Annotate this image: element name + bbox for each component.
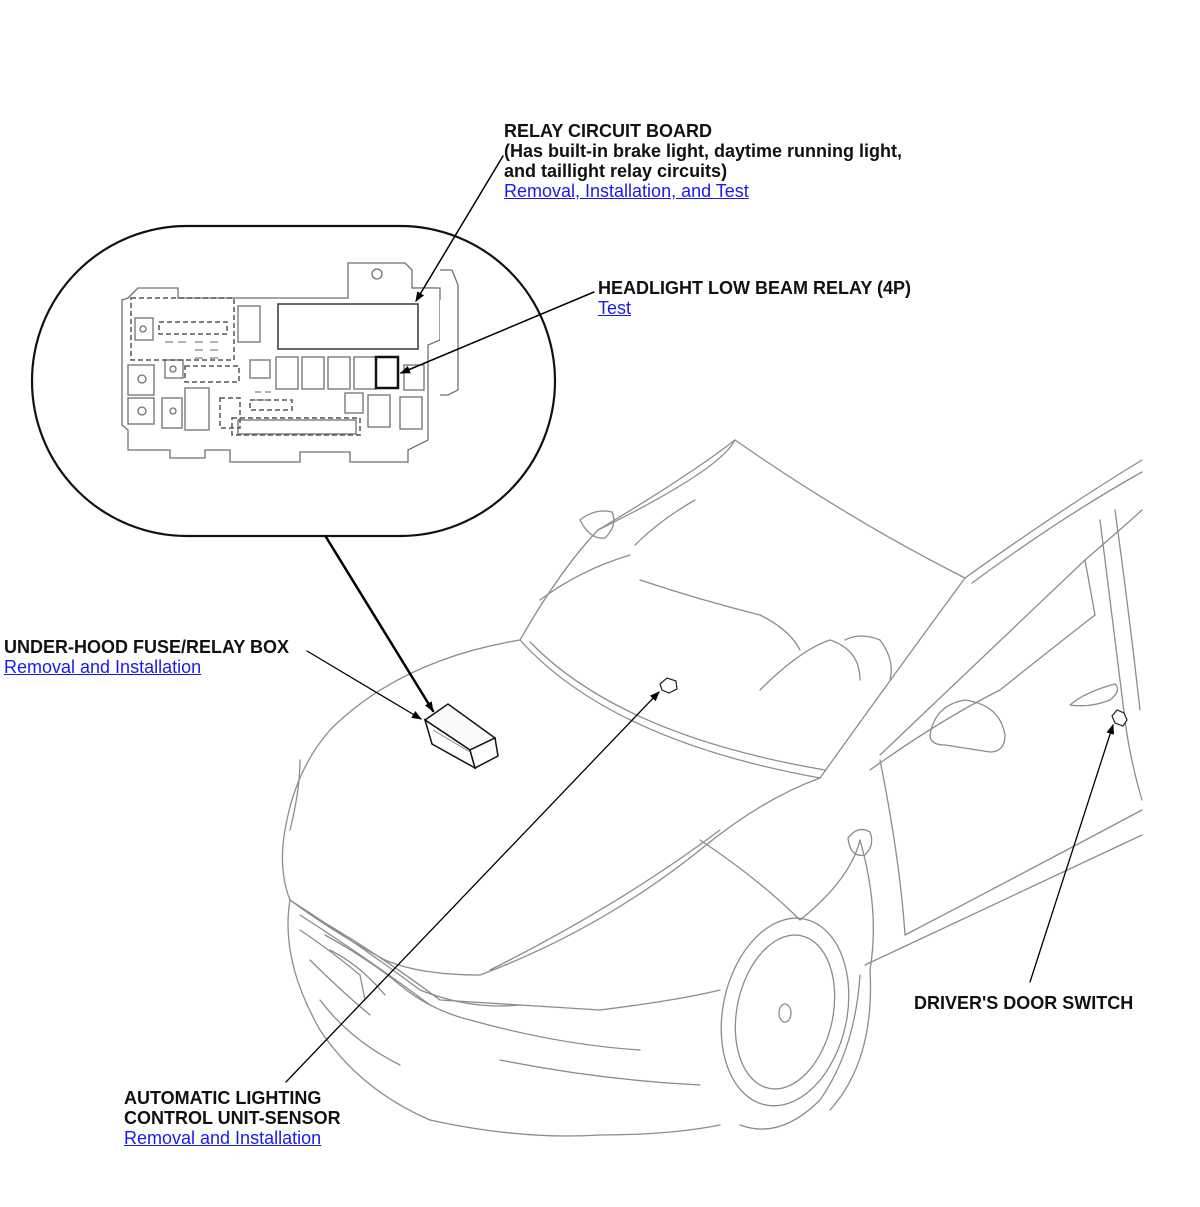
door-switch-callout: DRIVER'S DOOR SWITCH bbox=[914, 993, 1133, 1013]
inset-connector-line bbox=[324, 535, 435, 713]
fuse-relay-box-component bbox=[423, 703, 499, 770]
relay-board-link[interactable]: Removal, Installation, and Test bbox=[504, 181, 749, 201]
relay-board-description-line1: (Has built-in brake light, daytime runni… bbox=[504, 141, 903, 161]
door-switch-leader bbox=[1029, 724, 1115, 983]
light-sensor-title-line1: AUTOMATIC LIGHTING bbox=[124, 1088, 322, 1108]
fuse-box-leader bbox=[306, 650, 422, 720]
relay-board-title: RELAY CIRCUIT BOARD bbox=[504, 121, 713, 141]
headlight-relay-title: HEADLIGHT LOW BEAM RELAY (4P) bbox=[598, 278, 912, 298]
fuse-box-inset bbox=[30, 224, 557, 538]
door-switch-title: DRIVER'S DOOR SWITCH bbox=[914, 993, 1134, 1013]
relay-board-callout: RELAY CIRCUIT BOARD (Has built-in brake … bbox=[504, 121, 902, 201]
headlight-relay-test-link[interactable]: Test bbox=[598, 298, 632, 318]
relay-board-leader bbox=[415, 155, 504, 302]
door-switch-component bbox=[1111, 709, 1128, 727]
leader-lines bbox=[285, 155, 1115, 1083]
headlight-relay-leader bbox=[400, 291, 595, 374]
headlight-relay-highlight bbox=[374, 355, 400, 390]
fuse-box-link[interactable]: Removal and Installation bbox=[4, 657, 202, 677]
headlight-relay-callout: HEADLIGHT LOW BEAM RELAY (4P) Test bbox=[598, 278, 911, 318]
light-sensor-leader bbox=[285, 691, 660, 1083]
light-sensor-component bbox=[659, 677, 678, 694]
car-outline bbox=[281, 439, 1143, 1137]
light-sensor-link[interactable]: Removal and Installation bbox=[124, 1128, 322, 1148]
light-sensor-title-line2: CONTROL UNIT-SENSOR bbox=[124, 1108, 341, 1128]
light-sensor-callout: AUTOMATIC LIGHTING CONTROL UNIT-SENSOR R… bbox=[124, 1088, 341, 1148]
relay-board-description-line2: and taillight relay circuits) bbox=[504, 161, 728, 181]
fuse-box-callout: UNDER-HOOD FUSE/RELAY BOX Removal and In… bbox=[4, 637, 289, 677]
fuse-box-title: UNDER-HOOD FUSE/RELAY BOX bbox=[4, 637, 290, 657]
